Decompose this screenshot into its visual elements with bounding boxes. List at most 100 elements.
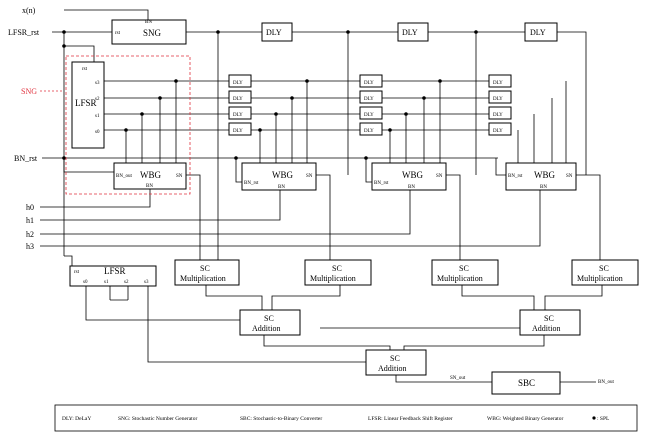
h1-label: h1 [26,216,34,225]
svg-text:s3: s3 [144,280,149,285]
svg-text:s0: s0 [95,130,100,135]
svg-text:BN_rst: BN_rst [244,181,259,186]
svg-text:SN: SN [176,174,183,179]
svg-text:s0: s0 [83,280,88,285]
svg-text:BN: BN [408,185,415,190]
lfsr-top-block: rst LFSR s3 s2 s1 s0 [71,61,105,149]
svg-text:LFSR: LFSR [75,98,97,108]
svg-text:DLY: DLY [364,97,374,102]
wbg-block-2: BN_rst WBG BN SN [241,162,317,191]
dly-top-3: DLY [524,22,558,42]
sng-tag-label: SNG [21,87,37,96]
svg-text:SC: SC [200,264,210,273]
svg-text:s1: s1 [104,280,109,285]
wires [40,9,603,383]
svg-text:s2: s2 [124,280,129,285]
bn-rst-label: BN_rst [14,154,38,163]
dly-column-2: DLY DLY DLY DLY [359,74,383,136]
svg-text:DLY: DLY [233,129,243,134]
sc-mult-2: SC Multiplication [304,259,372,286]
sbc-block: SBC [491,371,561,395]
svg-text:SN: SN [436,174,443,179]
svg-text:DLY: DLY [364,81,374,86]
lfsr-rst-label: LFSR_rst [8,28,40,37]
dly-column-3: DLY DLY DLY DLY [488,74,512,136]
dly-top-1: DLY [261,22,293,42]
sc-add-1: SC Addition [239,309,301,336]
svg-text:BN: BN [540,185,547,190]
svg-text:SC: SC [332,264,342,273]
svg-text:Multiplication: Multiplication [437,274,483,283]
sng-block: rst BN SNG [111,19,187,45]
h3-label: h3 [26,242,34,251]
svg-text:rst: rst [82,67,88,72]
legend-sbc: SBC: Stochastic-to-Binary Converter [240,416,322,422]
svg-text:SN: SN [566,174,573,179]
sc-mult-3: SC Multiplication [431,259,499,286]
svg-text:s2: s2 [95,97,100,102]
svg-text:SC: SC [459,264,469,273]
sng-highlight-box [65,55,191,195]
wbg-block-1: BN_out WBG BN SN [113,162,187,190]
svg-text:BN: BN [278,185,285,190]
svg-text:SC: SC [599,264,609,273]
svg-text:BN: BN [146,184,153,189]
svg-text:WBG: WBG [140,170,161,180]
svg-text:rst: rst [74,270,80,275]
bn-out-label: BN_out [598,380,614,385]
svg-text:DLY: DLY [530,28,546,37]
dly-column-1: DLY DLY DLY DLY [228,74,252,136]
sc-add-3: SC Addition [365,349,427,376]
h0-label: h0 [26,203,34,212]
svg-text:s3: s3 [95,81,100,86]
svg-text:Addition: Addition [252,324,280,333]
sc-add-2: SC Addition [519,309,581,336]
svg-text:Addition: Addition [532,324,560,333]
h2-label: h2 [26,230,34,239]
svg-text:SC: SC [264,314,274,323]
svg-text:DLY: DLY [493,97,503,102]
svg-text:DLY: DLY [364,113,374,118]
svg-text:SC: SC [390,354,400,363]
svg-text:LFSR: LFSR [104,266,126,276]
sc-mult-4: SC Multiplication [571,259,639,286]
legend-dly: DLY: DeLaY [62,416,91,422]
svg-text:SBC: SBC [518,378,535,388]
wbg-block-3: BN_rst WBG BN SN [371,162,447,191]
svg-text:DLY: DLY [233,113,243,118]
spl-dots [62,30,478,160]
svg-text:SN: SN [306,174,313,179]
xn-label: x(n) [22,6,36,15]
svg-text:DLY: DLY [402,28,418,37]
svg-text:Multiplication: Multiplication [310,274,356,283]
legend-sng: SNG: Stochastic Number Generator [118,416,197,422]
sc-mult-1: SC Multiplication [174,259,240,286]
svg-text:DLY: DLY [233,97,243,102]
legend-spl: : SPL [597,416,610,422]
sng-bn-port: BN [145,20,152,25]
svg-text:BN_rst: BN_rst [508,174,523,179]
svg-text:s1: s1 [95,114,100,119]
svg-text:WBG: WBG [272,170,293,180]
svg-text:DLY: DLY [266,28,282,37]
sn-out-label: SN_out [450,376,466,381]
legend: DLY: DeLaY SNG: Stochastic Number Genera… [54,404,638,432]
legend-wbg: WBG: Weighted Binary Generator [487,416,563,422]
svg-text:WBG: WBG [534,170,555,180]
dly-top-2: DLY [397,22,429,42]
svg-text:Multiplication: Multiplication [577,274,623,283]
svg-text:BN_out: BN_out [116,174,132,179]
wbg-block-4: BN_rst WBG BN SN [505,162,577,191]
svg-text:DLY: DLY [364,129,374,134]
sng-rst-port: rst [115,31,121,36]
svg-text:DLY: DLY [493,81,503,86]
lfsr-bottom-block: rst LFSR s0 s1 s2 s3 [69,265,157,287]
sng-title: SNG [143,28,162,38]
svg-text:Multiplication: Multiplication [180,274,226,283]
svg-text:DLY: DLY [493,113,503,118]
svg-text:BN_rst: BN_rst [374,181,389,186]
legend-lfsr: LFSR: Linear Feedback Shift Register [368,415,453,422]
svg-text:DLY: DLY [233,81,243,86]
svg-text:Addition: Addition [378,364,406,373]
